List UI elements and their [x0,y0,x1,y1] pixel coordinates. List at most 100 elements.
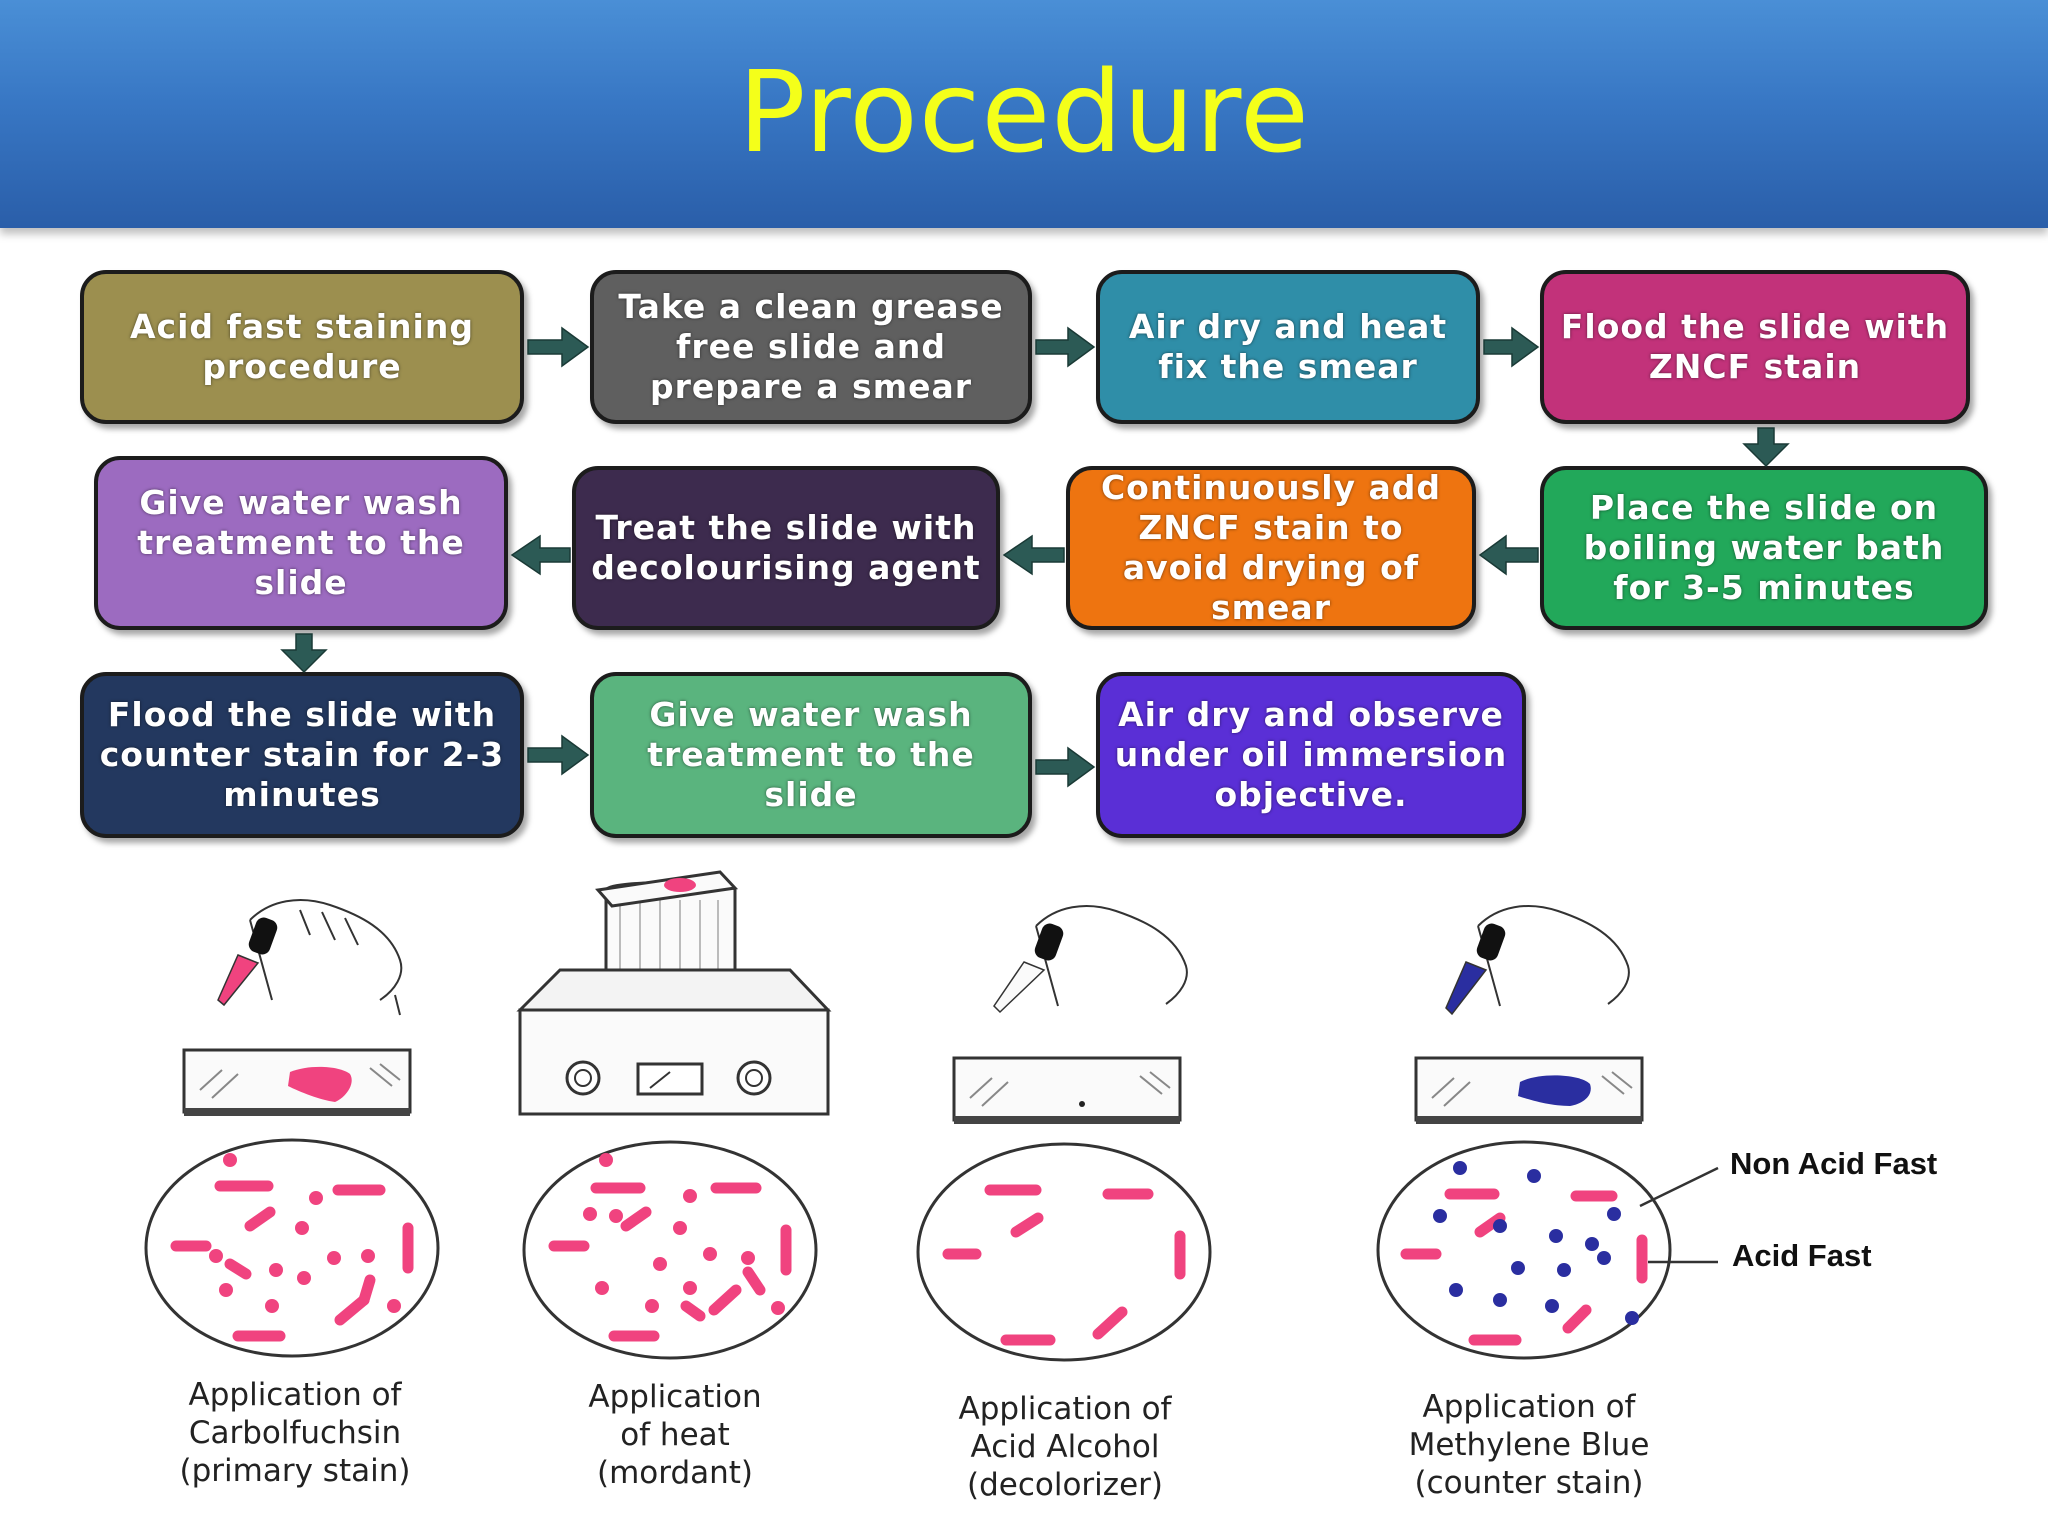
bacillus-rod [1562,1304,1592,1334]
coccus-dot [223,1153,237,1167]
bacillus-rod [620,1206,652,1232]
dropper-tip-icon [993,961,1046,1014]
caption-line: Application of [1422,1389,1636,1425]
coccus-dot [683,1189,697,1203]
bacillus-rod [742,1266,766,1296]
panel-3-illustration [916,905,1212,1362]
caption-line: Carbolfuchsin [188,1415,402,1451]
coccus-dot [703,1247,717,1261]
coccus-dot [219,1283,233,1297]
step-water-wash-1: Give water wash treatment to the slide [94,456,508,630]
coccus-dot [771,1301,785,1315]
coccus-dot [269,1263,283,1277]
coccus-dot [1449,1283,1463,1297]
coccus-dot [1527,1169,1541,1183]
caption-line: Acid Alcohol [970,1429,1160,1465]
blue-smear-icon [1518,1075,1591,1106]
caption-line: Application of [188,1377,402,1413]
bacillus-rod [224,1258,252,1280]
caption-panel-4: Application of Methylene Blue (counter s… [1384,1388,1674,1502]
slide-icon [952,1056,1182,1122]
step-counter-stain: Flood the slide with counter stain for 2… [80,672,524,838]
coccus-dot [295,1221,309,1235]
arrow-right-icon [1035,746,1096,788]
coccus-dot [1597,1251,1611,1265]
microscope-field-2 [522,1140,818,1360]
caption-panel-1: Application of Carbolfuchsin (primary st… [152,1376,438,1490]
dropper-hand-icon [1035,905,1188,1007]
coccus-dot [595,1281,609,1295]
gauge-icon [636,1062,704,1096]
arrow-left-icon [1002,534,1065,576]
coccus-dot [1607,1207,1621,1221]
arrow-left-icon [1478,534,1539,576]
coccus-dot [673,1221,687,1235]
step-boiling-bath: Place the slide on boiling water bath fo… [1540,466,1988,630]
step-heat-fix: Air dry and heat fix the smear [1096,270,1480,424]
dropper-tip-icon [217,954,260,1007]
coccus-dot [1625,1311,1639,1325]
page-title: Procedure [738,48,1310,178]
arrow-right-icon [1035,326,1096,368]
coccus-dot [683,1281,697,1295]
arrow-down-icon [1742,427,1790,468]
knob-icon [736,1060,772,1096]
caption-panel-3: Application of Acid Alcohol (decolorizer… [920,1390,1210,1504]
arrow-right-icon [527,326,590,368]
coccus-dot [645,1299,659,1313]
header-bar: Procedure [0,0,2048,228]
coccus-dot [209,1249,223,1263]
arrow-left-icon [510,534,571,576]
label-non-acid-fast: Non Acid Fast [1730,1146,1938,1181]
coccus-dot [1493,1293,1507,1307]
coccus-dot [1557,1263,1571,1277]
bacteria-layer [170,1153,1648,1346]
panel-2-illustration [516,870,832,1360]
coccus-dot [1585,1237,1599,1251]
coccus-dot [387,1299,401,1313]
coccus-dot [361,1249,375,1263]
coccus-dot [1453,1161,1467,1175]
bacillus-rod [244,1206,276,1232]
caption-panel-2: Application of heat (mordant) [540,1378,810,1492]
step-water-wash-2: Give water wash treatment to the slide [590,672,1032,838]
dropper-hand-icon [1477,905,1630,1007]
bacillus-rod [334,1294,370,1326]
bacillus-rod [708,1284,742,1316]
arrow-right-icon [1483,326,1540,368]
step-observe: Air dry and observe under oil immersion … [1096,672,1526,838]
dropper-tip-icon [1445,961,1488,1016]
bacillus-rod [680,1300,706,1322]
coccus-dot [1545,1299,1559,1313]
label-acid-fast: Acid Fast [1732,1238,1872,1273]
caption-line: of heat [620,1417,730,1453]
step-add-zncf: Continuously add ZNCF stain to avoid dry… [1066,466,1476,630]
knob-icon [565,1060,601,1096]
coccus-dot [599,1153,613,1167]
coccus-dot [1433,1209,1447,1223]
bacillus-rod [1010,1212,1044,1238]
coccus-dot [297,1271,311,1285]
caption-line: (counter stain) [1414,1465,1644,1501]
step-decolourise: Treat the slide with decolourising agent [572,466,1000,630]
arrow-right-icon [527,734,590,776]
coccus-dot [653,1257,667,1271]
slide-on-beaker-icon [595,870,739,908]
coccus-dot [309,1191,323,1205]
panel-4-illustration [1376,905,1719,1360]
pink-smear-icon [664,878,696,892]
bacillus-rod [1092,1306,1128,1340]
step-prepare-smear: Take a clean grease free slide and prepa… [590,270,1032,424]
step-acid-fast-procedure: Acid fast staining procedure [80,270,524,424]
coccus-dot [1493,1219,1507,1233]
coccus-dot [583,1207,597,1221]
hot-plate-icon [518,1008,830,1116]
caption-line: Methylene Blue [1408,1427,1650,1463]
caption-line: Application of [958,1391,1172,1427]
panel-1-illustration [144,899,440,1358]
coccus-dot [327,1251,341,1265]
coccus-dot [1549,1229,1563,1243]
step-flood-zncf: Flood the slide with ZNCF stain [1540,270,1970,424]
